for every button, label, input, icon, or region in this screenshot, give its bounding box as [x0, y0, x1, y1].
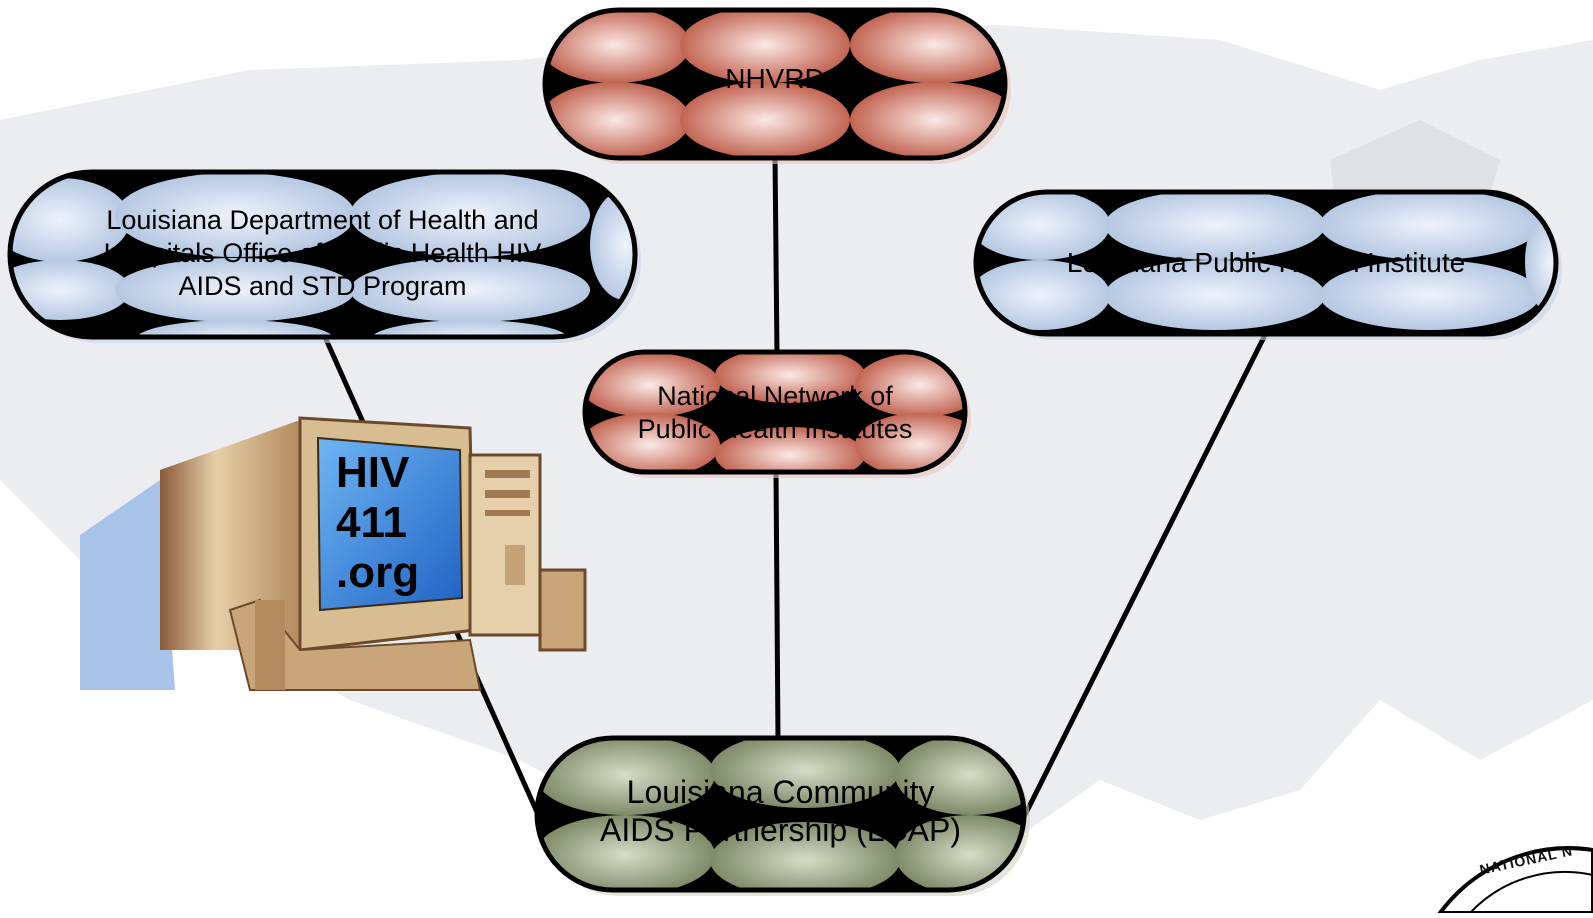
edge-nhvrd-nnphi	[772, 154, 780, 356]
label-line: Louisiana Community	[626, 774, 935, 810]
la-phi-label: Louisiana Public Health Institute	[976, 246, 1556, 280]
label-line: Hospitals Office of Public Health HIV	[103, 238, 542, 268]
label-line: 411	[336, 498, 407, 547]
label-line: HIV	[336, 448, 410, 497]
label-line: Louisiana Public Health Institute	[1066, 247, 1466, 278]
edge-phi-lcap	[1017, 333, 1268, 827]
desktop-computer-icon	[80, 416, 587, 691]
node-la-phi	[973, 189, 1562, 340]
seal-icon	[1436, 846, 1593, 915]
label-line: NHVRD	[725, 63, 825, 94]
label-line: .org	[336, 548, 420, 597]
label-line: National Network of	[657, 381, 893, 411]
node-la-dhh	[7, 169, 641, 343]
node-nnphi	[582, 349, 971, 478]
edge-nnphi-lcap	[773, 469, 781, 741]
label-line: Public Health Institutes	[637, 414, 913, 444]
label-line: AIDS Partnership (LCAP)	[599, 812, 961, 848]
node-nhvrd	[542, 7, 1011, 164]
nhvrd-label: NHVRD	[545, 62, 1005, 96]
label-line: AIDS and STD Program	[178, 271, 467, 301]
label-line: Louisiana Department of Health and	[106, 205, 539, 235]
